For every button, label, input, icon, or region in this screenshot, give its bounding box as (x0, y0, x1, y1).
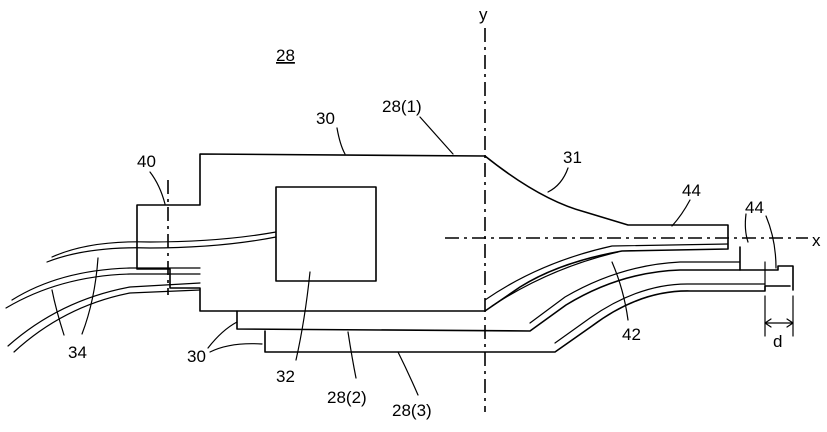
label-30-bottom: 30 (187, 347, 206, 366)
leader-30-bottom-b (208, 322, 237, 348)
layer-28-3-outline (265, 286, 790, 352)
leader-30-top (337, 128, 345, 154)
label-31: 31 (563, 148, 582, 167)
label-42: 42 (622, 325, 641, 344)
fiber-34-a-edge (47, 237, 276, 262)
fiber-34-a (52, 232, 276, 257)
label-28-1: 28(1) (382, 97, 422, 116)
layer-28-2-outline (237, 270, 740, 331)
waveguide-42-lower (492, 252, 618, 306)
label-28-2: 28(2) (327, 388, 367, 407)
leader-34-a (52, 290, 64, 335)
label-28: 28 (276, 46, 295, 65)
leader-28-3 (398, 352, 418, 395)
leader-44-a (672, 200, 690, 226)
label-axis-x: x (812, 231, 821, 250)
leader-28-2 (348, 332, 356, 378)
label-30-top: 30 (316, 109, 335, 128)
fiber-34-b (12, 268, 200, 300)
label-34: 34 (68, 343, 87, 362)
label-40: 40 (137, 152, 156, 171)
leader-30-bottom (210, 344, 262, 352)
chip-32 (276, 187, 376, 281)
label-axis-y: y (479, 5, 488, 24)
label-d: d (773, 332, 782, 351)
layer-28-1-outline (137, 154, 728, 311)
label-44-a: 44 (682, 181, 701, 200)
leader-40 (150, 172, 165, 204)
leader-28-1 (420, 117, 453, 154)
label-44-b: 44 (745, 198, 764, 217)
leader-44-c (766, 216, 776, 268)
leader-32 (296, 272, 310, 360)
layer-28-2-inner-edge (530, 262, 740, 323)
dim-d-arrow (765, 319, 793, 327)
label-28-3: 28(3) (392, 401, 432, 420)
label-32: 32 (276, 367, 295, 386)
leader-31 (548, 168, 568, 192)
